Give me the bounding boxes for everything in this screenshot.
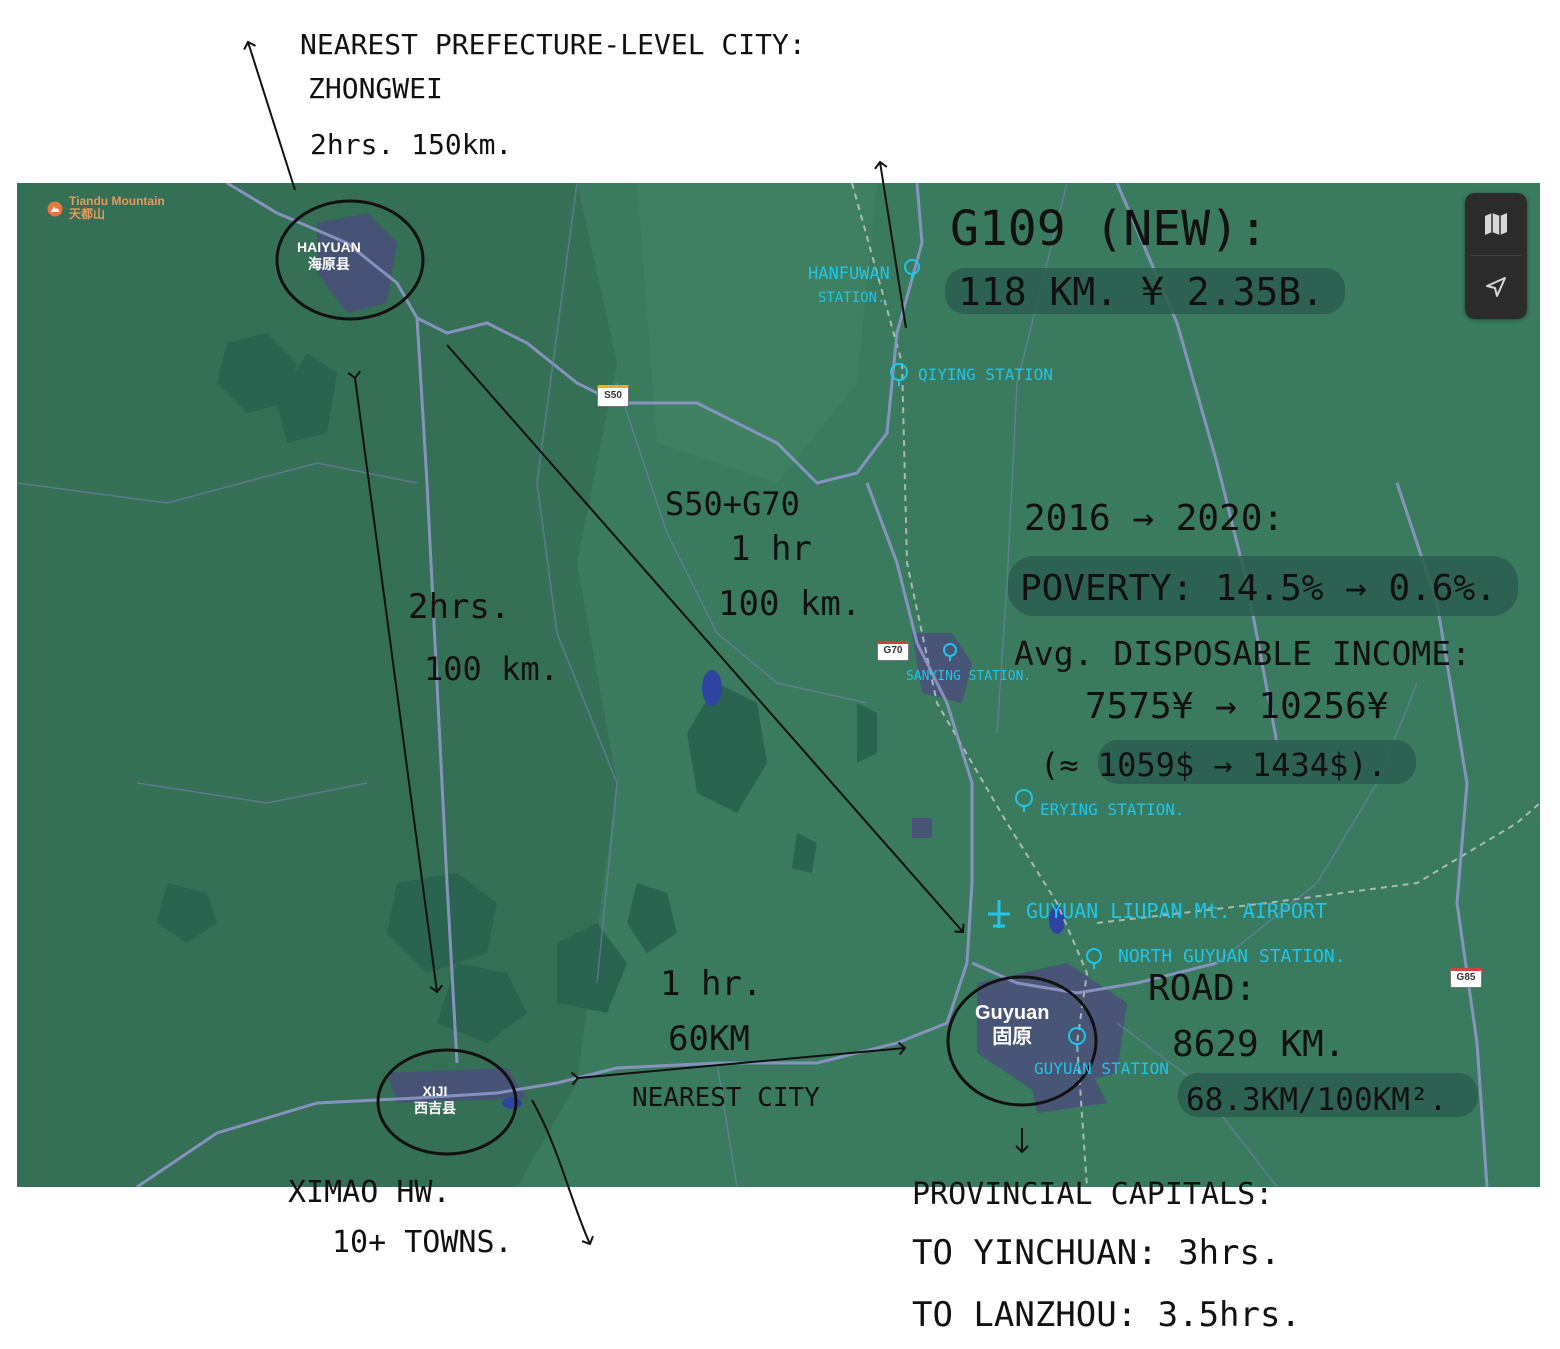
highway-shield-g85[interactable]: G85 [1450,968,1482,988]
circle-guyuan [946,975,1098,1107]
location-arrow-icon [1486,277,1506,297]
note-nearest-city-line1: NEAREST PREFECTURE-LEVEL CITY: [300,28,806,61]
note-s50-g70-line1: S50+G70 [665,485,800,523]
note-capitals-lanzhou: TO LANZHOU: 3.5hrs. [912,1295,1301,1335]
northern-terrain [637,183,877,483]
locate-button[interactable] [1465,256,1527,318]
arrow-haiyuan-guyuan [446,344,965,934]
mountain-icon [47,201,63,217]
note-road-density: 68.3KM/100KM². [1186,1082,1447,1118]
highway-shield-s50[interactable]: S50 [597,385,629,407]
note-stats-income-usd: (≈ 1059$ → 1434$). [1040,746,1387,784]
note-stats-period: 2016 → 2020: [1024,498,1284,539]
station-icon [943,643,957,661]
annotation-arrows [243,40,1029,1246]
map-icon [1485,213,1507,235]
note-xiji-guyuan-line1: 1 hr. [660,964,762,1004]
station-hanfuwan-line2: STATION. [818,290,885,306]
city-name: XIJI [422,1083,448,1099]
note-road-title: ROAD: [1148,968,1256,1009]
highway-shield-g70[interactable]: G70 [877,641,909,661]
station-icon [1015,789,1033,812]
city-label-xiji[interactable]: XIJI 西吉县 [414,1083,456,1117]
station-guyuan: GUYUAN STATION [1034,1059,1169,1078]
city-name-cn: 西吉县 [414,1100,456,1116]
poi-tiandu-mountain[interactable]: Tiandu Mountain 天都山 [47,195,165,221]
city-label-guyuan[interactable]: Guyuan 固原 [975,1001,1049,1049]
station-sanying: SANYING STATION. [906,669,1031,684]
city-label-haiyuan[interactable]: HAIYUAN 海原县 [297,239,361,273]
note-s50-g70-line2: 1 hr [730,529,812,569]
station-hanfuwan-line1: HANFUWAN [808,264,890,284]
note-ximao-line1: XIMAO HW. [288,1175,451,1210]
map-controls [1465,193,1527,319]
note-nearest-city-line2: ZHONGWEI [308,72,443,105]
circle-xiji [376,1048,518,1156]
station-north-guyuan: NORTH GUYUAN STATION. [1118,946,1346,967]
note-xiji-guyuan-line2: 60KM [668,1019,750,1059]
note-stats-poverty: POVERTY: 14.5% → 0.6%. [1020,568,1497,609]
note-nearest-city-line3: 2hrs. 150km. [310,128,512,161]
railway-lines [851,183,1540,1187]
note-road-length: 8629 KM. [1172,1024,1345,1065]
station-qiying: QIYING STATION [918,365,1053,384]
note-g109-title: G109 (NEW): [950,201,1268,257]
arrow-to-zhongwei [243,40,296,191]
poi-name-cn: 天都山 [69,207,106,221]
highlight-income-usd [1098,740,1416,784]
city-name: HAIYUAN [297,239,361,255]
note-s50-g70-line3: 100 km. [718,584,861,624]
note-stats-income-cny: 7575¥ → 10256¥ [1085,686,1389,727]
note-stats-income-label: Avg. DISPOSABLE INCOME: [1014,634,1471,673]
station-erying: ERYING STATION. [1040,800,1185,819]
note-capitals-yinchuan: TO YINCHUAN: 3hrs. [912,1233,1280,1273]
highlight-road-density [1178,1073,1478,1117]
station-icon [1068,1027,1086,1050]
city-name-cn: 海原县 [307,256,350,272]
arrow-xiji-guyuan [570,1041,907,1086]
station-airport: GUYUAN LIUPAN Mt. AIRPORT [1026,899,1327,923]
note-haiyuan-xiji-line1: 2hrs. [408,587,510,627]
city-name-cn: 固原 [992,1026,1033,1048]
station-icon [904,259,920,280]
map-mode-button[interactable] [1465,193,1527,255]
station-icon [1086,948,1102,969]
highlight-g109 [945,268,1345,314]
highlight-poverty [1008,556,1518,616]
note-haiyuan-xiji-line2: 100 km. [424,650,559,688]
station-icon [890,363,908,386]
arrow-haiyuan-xiji [347,370,443,994]
arrow-g109-north [874,160,907,329]
station-markers [890,259,1102,1050]
poi-name: Tiandu Mountain [69,194,165,208]
note-ximao-line2: 10+ TOWNS. [332,1225,513,1260]
city-name: Guyuan [975,1002,1050,1024]
airport-icon [988,900,1010,928]
map-canvas[interactable]: Tiandu Mountain 天都山 HAIYUAN 海原县 XIJI 西吉县… [17,183,1540,1187]
circle-haiyuan [275,199,425,321]
note-g109-detail: 118 KM. ¥ 2.35B. [958,270,1324,314]
note-capitals-title: PROVINCIAL CAPITALS: [912,1177,1273,1212]
note-xiji-guyuan-line3: NEAREST CITY [632,1083,820,1113]
arrow-ximao-south [531,1099,594,1246]
